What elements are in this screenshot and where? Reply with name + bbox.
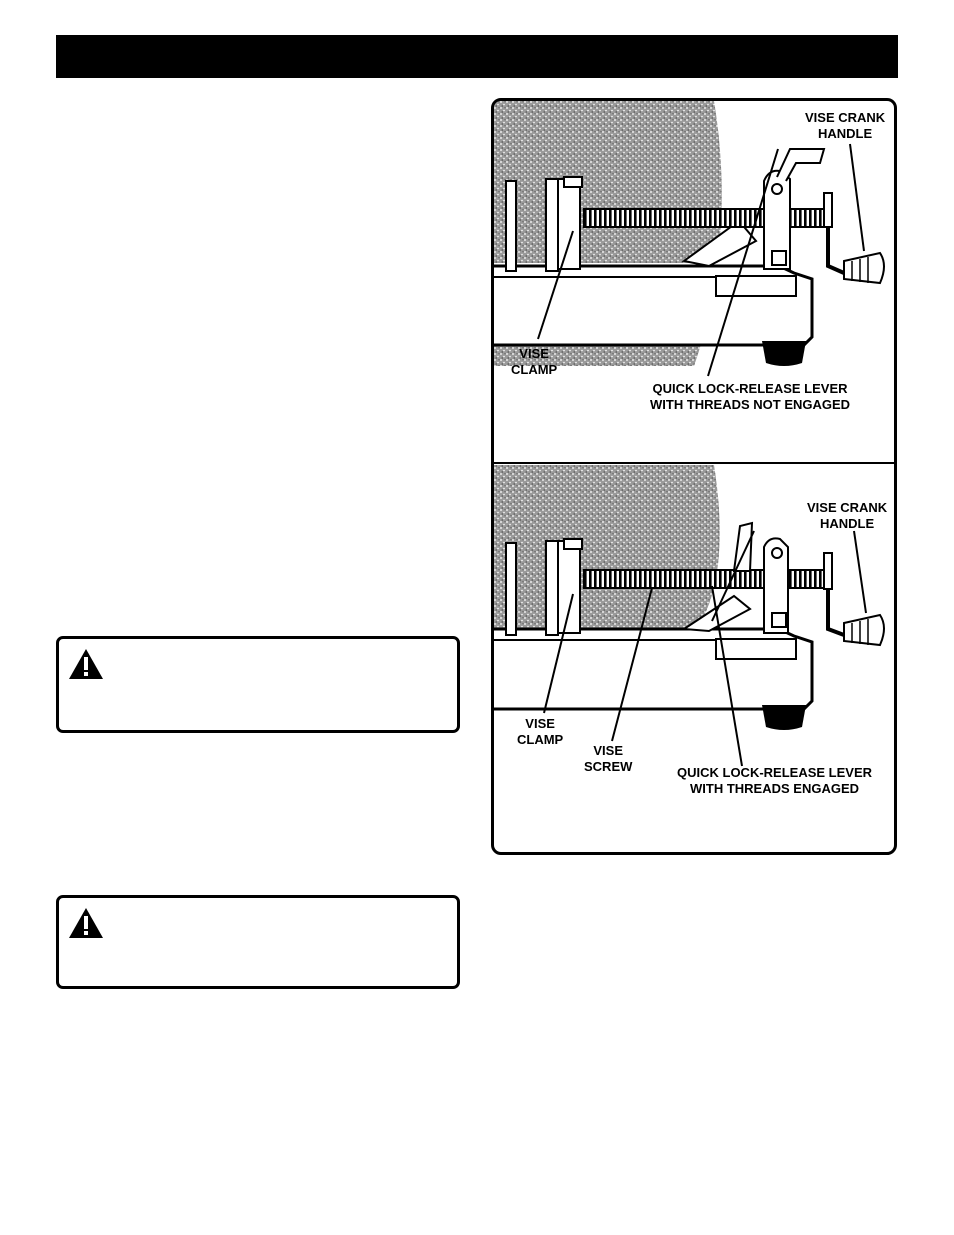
label-vise-clamp-top: VISE CLAMP [511,346,558,377]
label-vise-clamp-bottom: VISE CLAMP [517,716,564,747]
vise-illustration [494,101,885,767]
warning-triangle-icon [69,908,103,938]
label-lever-engaged: QUICK LOCK-RELEASE LEVER WITH THREADS EN… [677,765,873,796]
bottom-panel-drawing [494,465,885,767]
label-lever-not-engaged: QUICK LOCK-RELEASE LEVER WITH THREADS NO… [650,381,851,412]
warning-triangle-icon [69,649,103,679]
vise-figure: VISE CRANK HANDLE VISE CLAMP QUICK LOCK-… [491,98,897,855]
section-header-bar [56,35,898,78]
figure-divider [494,462,894,464]
warning-box-1 [56,636,460,733]
warning-box-2 [56,895,460,989]
label-vise-crank-handle-top: VISE CRANK HANDLE [805,110,886,141]
label-vise-crank-handle-bottom: VISE CRANK HANDLE [807,500,888,531]
top-panel-drawing [494,101,885,377]
label-vise-screw: VISE SCREW [584,743,633,774]
